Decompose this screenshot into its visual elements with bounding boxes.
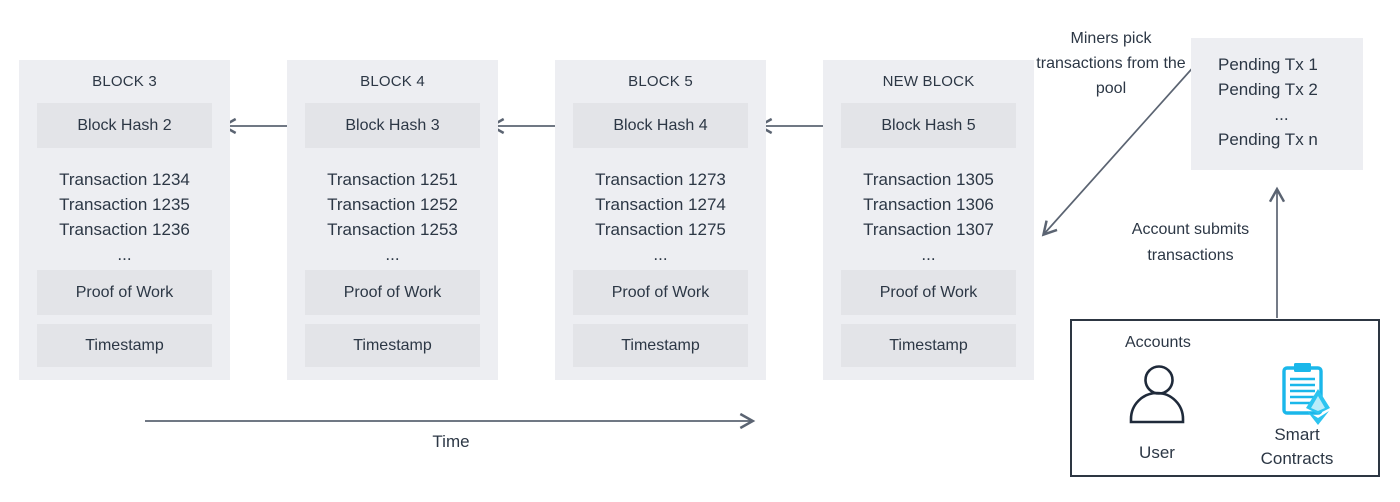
transaction-item: Transaction 1252 [327,195,458,214]
user-icon [1129,365,1185,424]
proof-of-work-box: Proof of Work [841,270,1016,315]
new-block: NEW BLOCK Block Hash 5 Transaction 1305 … [823,60,1034,380]
timestamp-box: Timestamp [37,324,212,367]
transaction-item: Transaction 1307 [863,220,994,239]
block-title: NEW BLOCK [882,73,975,90]
transaction-list: Transaction 1273 Transaction 1274 Transa… [573,167,748,267]
proof-of-work-box: Proof of Work [37,270,212,315]
transaction-list: Transaction 1234 Transaction 1235 Transa… [37,167,212,267]
block-3: BLOCK 3 Block Hash 2 Transaction 1234 Tr… [19,60,230,380]
proof-of-work-box: Proof of Work [305,270,480,315]
account-submits-note: Account submits transactions [1131,221,1250,264]
block-title: BLOCK 4 [360,73,425,90]
block-title: BLOCK 5 [628,73,693,90]
timestamp-box: Timestamp [841,324,1016,367]
transaction-ellipsis: ... [653,245,668,264]
block-hash-box: Block Hash 3 [305,103,480,148]
miners-note: Miners pick transactions from the pool [1036,30,1186,97]
transaction-item: Transaction 1251 [327,170,458,189]
user-label: User [1139,443,1175,462]
transaction-ellipsis: ... [921,245,936,264]
block-5: BLOCK 5 Block Hash 4 Transaction 1273 Tr… [555,60,766,380]
transaction-item: Transaction 1306 [863,195,994,214]
pending-tx-item: Pending Tx 2 [1218,80,1318,99]
transaction-item: Transaction 1305 [863,170,994,189]
pending-tx-pool: Pending Tx 1 Pending Tx 2 ... Pending Tx… [1191,38,1363,170]
transaction-ellipsis: ... [385,245,400,264]
transaction-item: Transaction 1275 [595,220,726,239]
proof-of-work-box: Proof of Work [573,270,748,315]
block-title: BLOCK 3 [92,73,157,90]
timestamp-box: Timestamp [573,324,748,367]
transaction-item: Transaction 1274 [595,195,726,214]
block-4: BLOCK 4 Block Hash 3 Transaction 1251 Tr… [287,60,498,380]
transaction-item: Transaction 1273 [595,170,726,189]
ethereum-diamond-inner [1311,396,1325,411]
smart-contract-icon [1282,363,1330,425]
block-hash-box: Block Hash 5 [841,103,1016,148]
pool-to-newblock-arrow [1041,62,1198,237]
transaction-item: Transaction 1253 [327,220,458,239]
block-hash-box: Block Hash 2 [37,103,212,148]
transaction-item: Transaction 1235 [59,195,190,214]
pending-tx-item: Pending Tx n [1218,130,1318,149]
timestamp-box: Timestamp [305,324,480,367]
transaction-item: Transaction 1234 [59,170,190,189]
block-hash-box: Block Hash 4 [573,103,748,148]
transaction-list: Transaction 1305 Transaction 1306 Transa… [841,167,1016,267]
pending-tx-ellipsis: ... [1274,105,1289,124]
ethereum-diamond-lower [1307,411,1329,425]
transaction-ellipsis: ... [117,245,132,264]
accounts-panel: Accounts User Smart Contracts [1070,319,1380,477]
smart-contracts-label: Smart Contracts [1260,425,1334,468]
transaction-list: Transaction 1251 Transaction 1252 Transa… [305,167,480,267]
time-axis-label: Time [432,432,470,451]
accounts-panel-title: Accounts [1125,334,1191,351]
pending-tx-item: Pending Tx 1 [1218,55,1318,74]
transaction-item: Transaction 1236 [59,220,190,239]
